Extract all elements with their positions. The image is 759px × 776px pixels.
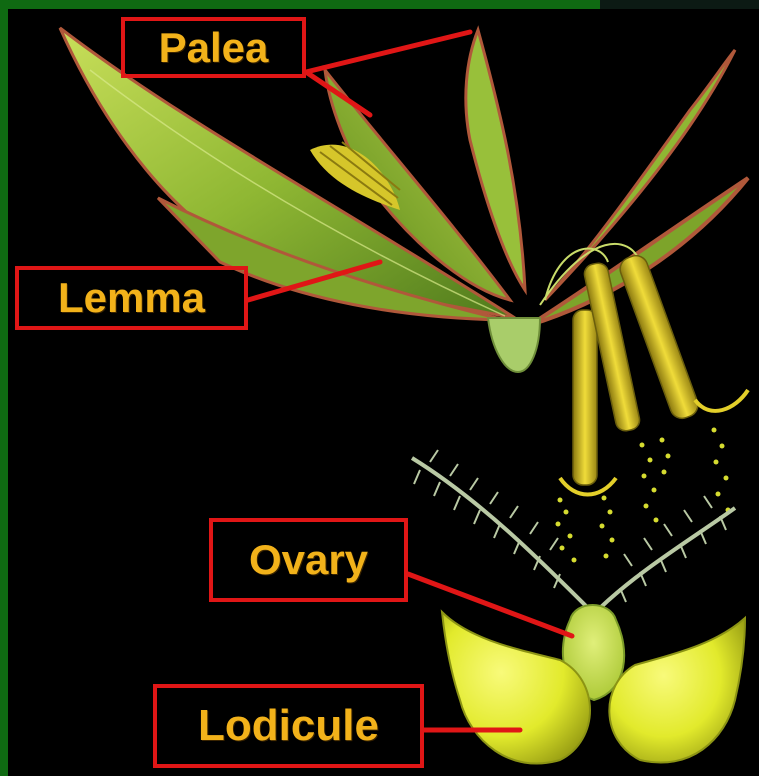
- palea-label: Palea: [121, 17, 306, 78]
- upper-glume: [466, 30, 525, 290]
- anthers: [540, 244, 748, 495]
- lodicule-label: Lodicule: [153, 684, 424, 768]
- ovary-label: Ovary: [209, 518, 408, 602]
- pointer-lines: [248, 32, 572, 730]
- spikelet-base: [488, 318, 540, 372]
- ovary-pointer: [408, 574, 572, 636]
- palea-pointer: [306, 32, 470, 72]
- lemma-label: Lemma: [15, 266, 248, 330]
